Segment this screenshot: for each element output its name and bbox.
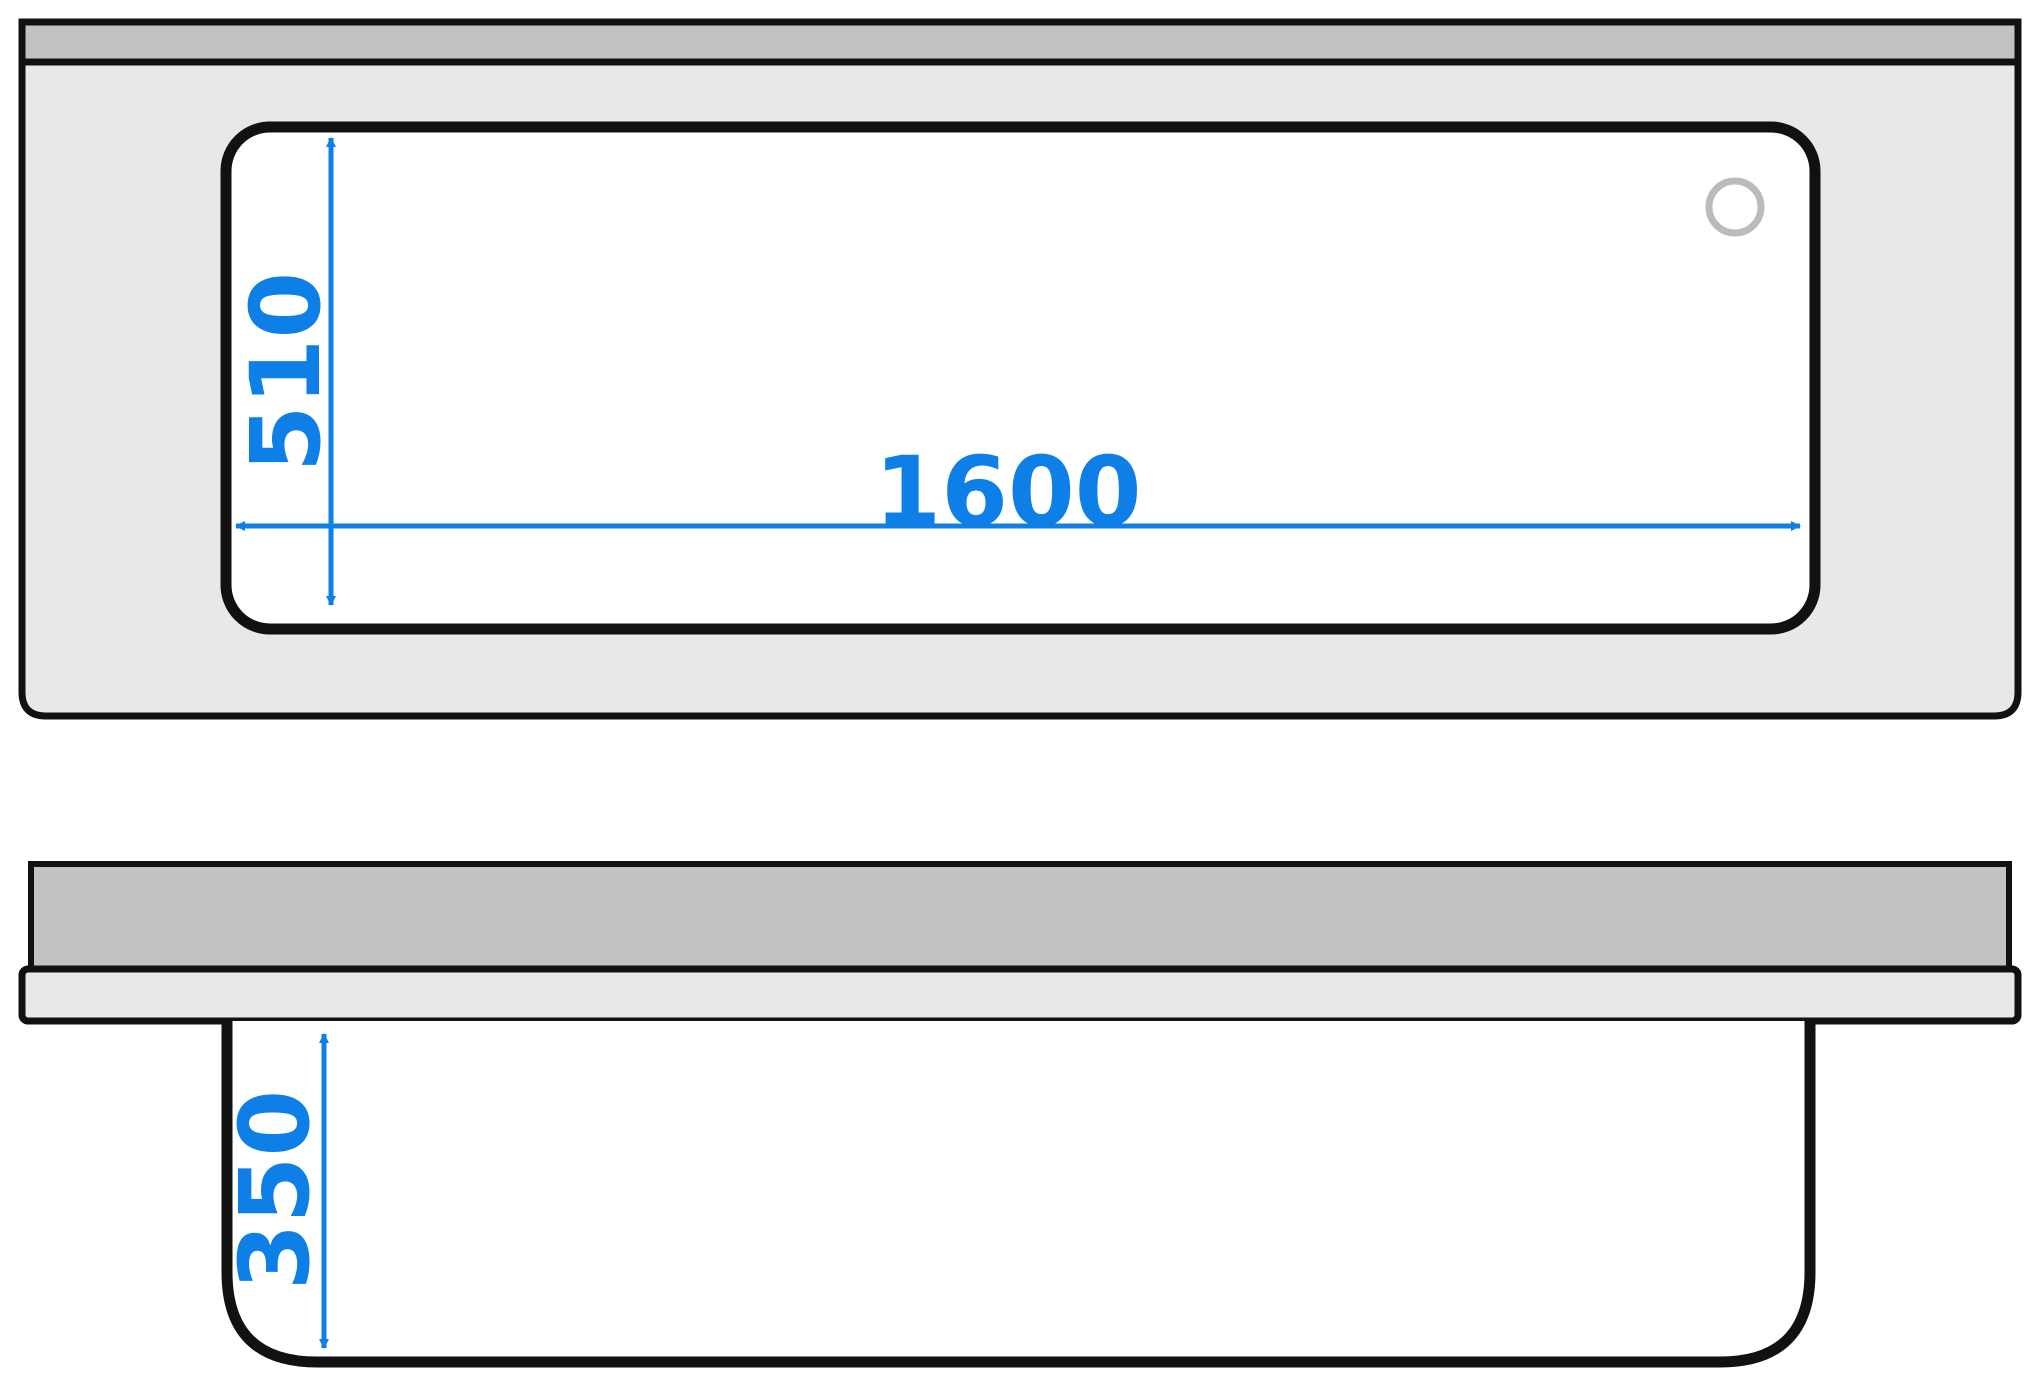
top-view: 510 1600 — [18, 18, 2022, 720]
front-view-countertop-edge — [18, 965, 2022, 1025]
drain-hole-icon — [1705, 177, 1765, 237]
depth-dimension: 510 — [230, 137, 342, 606]
width-dimension: 1600 — [235, 436, 1801, 548]
front-view: 350 — [18, 861, 2022, 1368]
height-dimension: 350 — [219, 1033, 331, 1349]
front-view-back-upstand — [28, 861, 2012, 972]
height-dimension-label: 350 — [219, 1090, 331, 1290]
front-view-basin-profile — [221, 1021, 1816, 1368]
width-dimension-label: 1600 — [874, 436, 1141, 548]
top-view-basin — [220, 121, 1821, 635]
depth-dimension-label: 510 — [230, 272, 342, 472]
top-view-back-upstand — [18, 18, 2022, 66]
